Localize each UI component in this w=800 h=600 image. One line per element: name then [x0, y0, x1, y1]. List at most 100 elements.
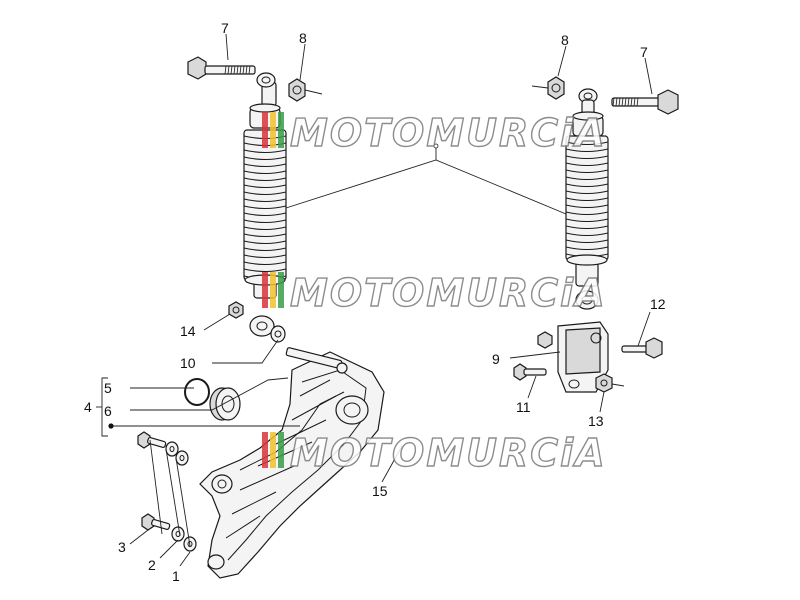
right-spring-coils — [565, 141, 609, 257]
left-spring-coils — [243, 135, 287, 279]
callout-14: 14 — [180, 323, 196, 339]
bracket-rib — [291, 395, 337, 421]
callout-11: 11 — [516, 399, 531, 415]
bearing-6 — [209, 387, 241, 421]
right-small-nut-9 — [537, 331, 553, 349]
bolt-thread-line — [239, 65, 242, 75]
bolt-thread-line — [236, 65, 239, 75]
spring-coil — [565, 225, 609, 229]
bracket-rib — [225, 515, 261, 539]
callout-12: 12 — [650, 296, 666, 312]
right-bolt-thread — [612, 97, 639, 107]
spring-coil — [565, 239, 609, 243]
spring-coil — [565, 197, 609, 201]
watermark-text: MOTOMURCiA — [290, 111, 607, 155]
watermark-stripe-yellow — [270, 112, 276, 148]
spring-coil — [243, 156, 287, 160]
left-top-bolt — [187, 56, 256, 80]
spring-coil — [243, 226, 287, 230]
spring-coil — [243, 177, 287, 181]
spring-coil — [565, 176, 609, 180]
watermark-stripe-green — [278, 272, 284, 308]
spring-coil — [565, 183, 609, 187]
bolt-thread-line — [615, 97, 618, 107]
right-bolt-11 — [513, 363, 547, 381]
watermark-text: MOTOMURCiA — [290, 271, 607, 315]
bracket-ribs — [225, 379, 337, 539]
bolt-thread-line — [636, 97, 639, 107]
spring-coil — [565, 190, 609, 194]
bracket-rib — [299, 379, 331, 397]
spring-coil — [243, 170, 287, 174]
callout-9: 9 — [492, 351, 500, 367]
spring-coil — [243, 254, 287, 258]
watermark-top: MOTOMURCiA — [262, 110, 607, 156]
bolt-thread-line — [630, 97, 633, 107]
callout-7-right: 7 — [640, 44, 648, 60]
callout-13: 13 — [588, 413, 604, 429]
callout-2: 2 — [148, 557, 156, 573]
leader-lines — [96, 33, 653, 567]
right-top-nut — [531, 76, 565, 100]
bolt-thread-line — [618, 97, 621, 107]
right-shock-absorber — [565, 88, 609, 310]
watermark-text: MOTOMURCiA — [290, 431, 607, 475]
spring-coil — [243, 240, 287, 244]
bolt-thread-line — [621, 97, 624, 107]
spring-coil — [565, 141, 609, 145]
spring-coil — [243, 184, 287, 188]
callout-3: 3 — [118, 539, 126, 555]
circlip-5 — [184, 378, 210, 406]
right-top-bolt — [611, 89, 679, 115]
callout-10: 10 — [180, 355, 196, 371]
spring-coil — [565, 204, 609, 208]
watermark-stripe-green — [278, 432, 284, 468]
callout-1: 1 — [172, 568, 180, 584]
left-bolt-thread — [224, 65, 251, 75]
callout-6: 6 — [104, 403, 112, 419]
bolt-thread-line — [233, 65, 236, 75]
watermark-stripe-red — [262, 272, 268, 308]
spring-coil — [565, 218, 609, 222]
bolt-3-upper — [137, 431, 167, 449]
spring-coil — [565, 148, 609, 152]
callout-labels: 7 8 8 7 14 10 5 4 6 9 12 11 13 15 3 2 1 — [84, 20, 666, 584]
bolt-thread-line — [624, 97, 627, 107]
spring-coil — [565, 246, 609, 250]
spring-coil — [243, 191, 287, 195]
spring-coil — [243, 261, 287, 265]
bolt-thread-line — [633, 97, 636, 107]
spring-coil — [565, 155, 609, 159]
bolt-thread-line — [224, 65, 227, 75]
spring-coil — [565, 162, 609, 166]
callout-7-left: 7 — [221, 20, 229, 36]
spring-coil — [243, 219, 287, 223]
spring-coil — [243, 198, 287, 202]
bolt-thread-line — [612, 97, 615, 107]
spring-coil — [243, 163, 287, 167]
spring-coil — [243, 268, 287, 272]
left-top-nut — [288, 78, 323, 102]
bracket-rib — [239, 465, 295, 491]
watermark-bottom: MOTOMURCiA — [262, 430, 607, 476]
callout-5: 5 — [104, 380, 112, 396]
left-washer-10 — [270, 325, 286, 343]
right-nut-13 — [595, 373, 625, 393]
right-shock-bracket — [557, 321, 609, 393]
callout-15: 15 — [372, 483, 388, 499]
shock-common-leader — [285, 143, 567, 215]
watermark-stripe-red — [262, 432, 268, 468]
watermark-stripe-red — [262, 112, 268, 148]
spring-coil — [565, 232, 609, 236]
callout-8-left: 8 — [299, 30, 307, 46]
watermark-stripe-yellow — [270, 272, 276, 308]
spring-coil — [243, 149, 287, 153]
bolt-thread-line — [248, 65, 251, 75]
bolt-thread-line — [245, 65, 248, 75]
spring-coil — [243, 247, 287, 251]
right-bolt-12 — [621, 337, 663, 359]
watermark-stripe-green — [278, 112, 284, 148]
spring-coil — [243, 212, 287, 216]
watermark-middle: MOTOMURCiA — [262, 270, 607, 316]
